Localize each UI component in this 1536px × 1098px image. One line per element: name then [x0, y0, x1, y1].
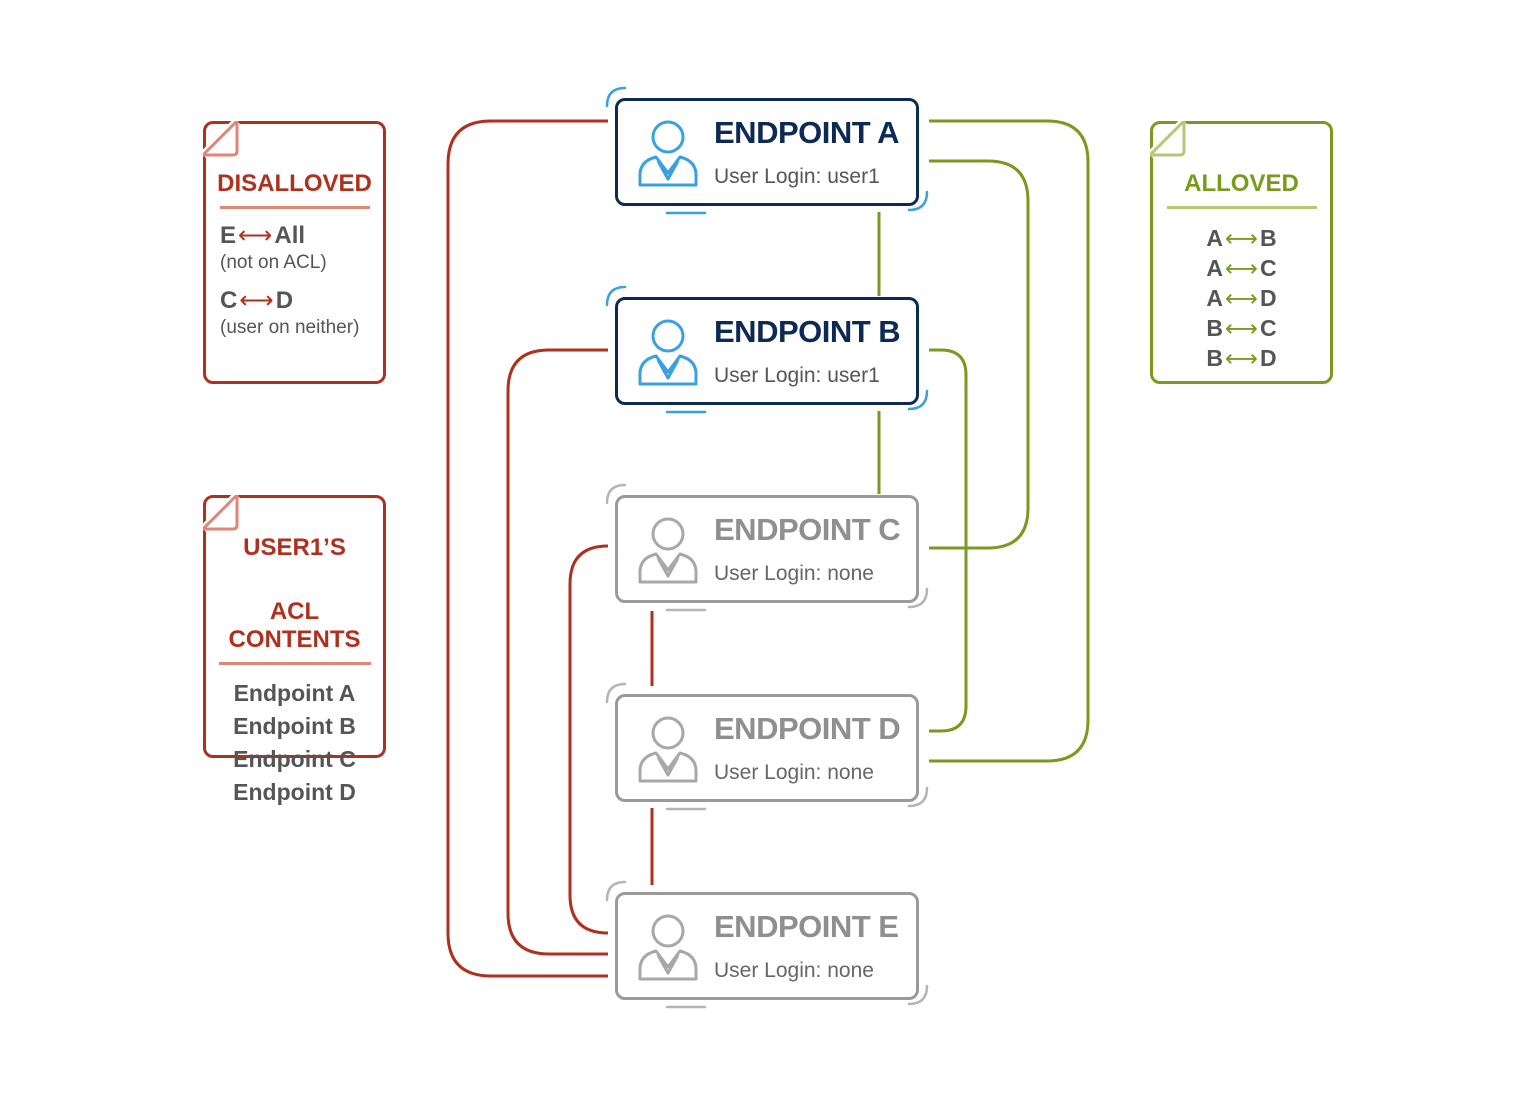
from-label: C: [220, 287, 238, 314]
allowed-title: ALLOVED: [1184, 170, 1299, 197]
user-icon: [638, 517, 698, 584]
bidirectional-arrow-icon: ⟷: [1225, 315, 1258, 341]
to-label: D: [1259, 285, 1277, 311]
folded-corner-icon: [203, 121, 240, 158]
allowed-pair: A⟷B: [1153, 223, 1330, 253]
user-icon: [638, 716, 698, 783]
rule-pair: C⟷D: [220, 286, 383, 315]
disallowed-rule: C⟷D (user on neither): [206, 286, 383, 339]
bidirectional-arrow-icon: ⟷: [238, 222, 273, 249]
user-icon: [638, 319, 698, 386]
from-label: B: [1206, 315, 1223, 341]
endpoint-c[interactable]: ENDPOINT C User Login: none: [615, 495, 919, 603]
to-label: B: [1259, 225, 1277, 251]
bracket-accent: [605, 86, 627, 108]
endpoint-title: ENDPOINT E: [714, 909, 899, 944]
acl-entry: Endpoint D: [233, 779, 356, 805]
bracket-accent: [605, 682, 627, 704]
user-icon: [638, 914, 698, 981]
allowed-list: A⟷B A⟷C A⟷D B⟷C B⟷D: [1153, 223, 1330, 373]
endpoint-title: ENDPOINT C: [714, 512, 901, 547]
bidirectional-arrow-icon: ⟷: [1225, 285, 1258, 311]
allowed-card: ALLOVED A⟷B A⟷C A⟷D B⟷C B⟷D: [1150, 121, 1333, 384]
acl-title-line2: ACL CONTENTS: [228, 598, 361, 653]
divider: [1166, 206, 1317, 209]
to-label: C: [1259, 315, 1277, 341]
endpoint-title: ENDPOINT D: [714, 711, 901, 746]
endpoint-login: User Login: none: [714, 562, 874, 585]
divider: [219, 206, 370, 209]
endpoint-d[interactable]: ENDPOINT D User Login: none: [615, 694, 919, 802]
bracket-accent: [907, 389, 929, 411]
rule-note: (not on ACL): [220, 252, 327, 273]
allowed-pair: B⟷C: [1153, 313, 1330, 343]
bidirectional-arrow-icon: ⟷: [1225, 255, 1258, 281]
acl-entry: Endpoint C: [233, 746, 356, 772]
endpoint-a[interactable]: ENDPOINT A User Login: user1: [615, 98, 919, 206]
bracket-accent: [907, 786, 929, 808]
bracket-accent: [605, 483, 627, 505]
acl-card: USER1’S ACL CONTENTS Endpoint A Endpoint…: [203, 495, 386, 805]
acl-entry: Endpoint A: [233, 680, 356, 706]
link-e-b: [506, 348, 608, 956]
divider: [218, 662, 371, 665]
from-label: A: [1206, 225, 1223, 251]
from-label: E: [220, 222, 237, 249]
rule-pair: E⟷All: [220, 221, 383, 250]
endpoint-b[interactable]: ENDPOINT B User Login: user1: [615, 297, 919, 405]
to-label: D: [275, 287, 294, 314]
endpoint-title: ENDPOINT B: [714, 314, 901, 349]
to-label: C: [1259, 255, 1277, 281]
acl-entry: Endpoint B: [233, 713, 356, 739]
endpoint-e[interactable]: ENDPOINT E User Login: none: [615, 892, 919, 1000]
endpoint-login: User Login: none: [714, 959, 874, 982]
disallowed-card: DISALLOVED E⟷All (not on ACL) C⟷D (user …: [203, 121, 386, 384]
bracket-accent: [907, 984, 929, 1006]
acl-list: Endpoint A Endpoint B Endpoint C Endpoin…: [206, 677, 383, 809]
endpoint-login: User Login: user1: [714, 165, 880, 188]
to-label: D: [1259, 345, 1277, 371]
from-label: A: [1206, 255, 1223, 281]
folded-corner-icon: [1150, 121, 1187, 158]
link-a-d: [929, 119, 1090, 763]
bracket-accent: [605, 285, 627, 307]
allowed-pair: A⟷C: [1153, 253, 1330, 283]
to-label: All: [274, 222, 306, 249]
endpoint-login: User Login: user1: [714, 364, 880, 387]
user-icon: [638, 120, 698, 187]
endpoint-title: ENDPOINT A: [714, 115, 900, 150]
link-b-d: [929, 348, 968, 733]
from-label: A: [1206, 285, 1223, 311]
link-a-c: [929, 159, 1030, 550]
bracket-accent: [907, 190, 929, 212]
allowed-pair: B⟷D: [1153, 343, 1330, 373]
bidirectional-arrow-icon: ⟷: [239, 287, 274, 314]
allowed-pair: A⟷D: [1153, 283, 1330, 313]
bracket-accent: [907, 587, 929, 609]
link-e-c: [568, 544, 609, 935]
link-e-a: [446, 119, 608, 978]
bracket-accent: [605, 880, 627, 902]
bidirectional-arrow-icon: ⟷: [1225, 225, 1258, 251]
endpoint-login: User Login: none: [714, 761, 874, 784]
folded-corner-icon: [203, 495, 240, 532]
rule-note: (user on neither): [220, 317, 360, 338]
disallowed-rule: E⟷All (not on ACL): [206, 221, 383, 274]
from-label: B: [1206, 345, 1223, 371]
disallowed-title: DISALLOVED: [217, 170, 372, 197]
bidirectional-arrow-icon: ⟷: [1225, 345, 1258, 371]
acl-title-line1: USER1’S: [243, 534, 346, 561]
